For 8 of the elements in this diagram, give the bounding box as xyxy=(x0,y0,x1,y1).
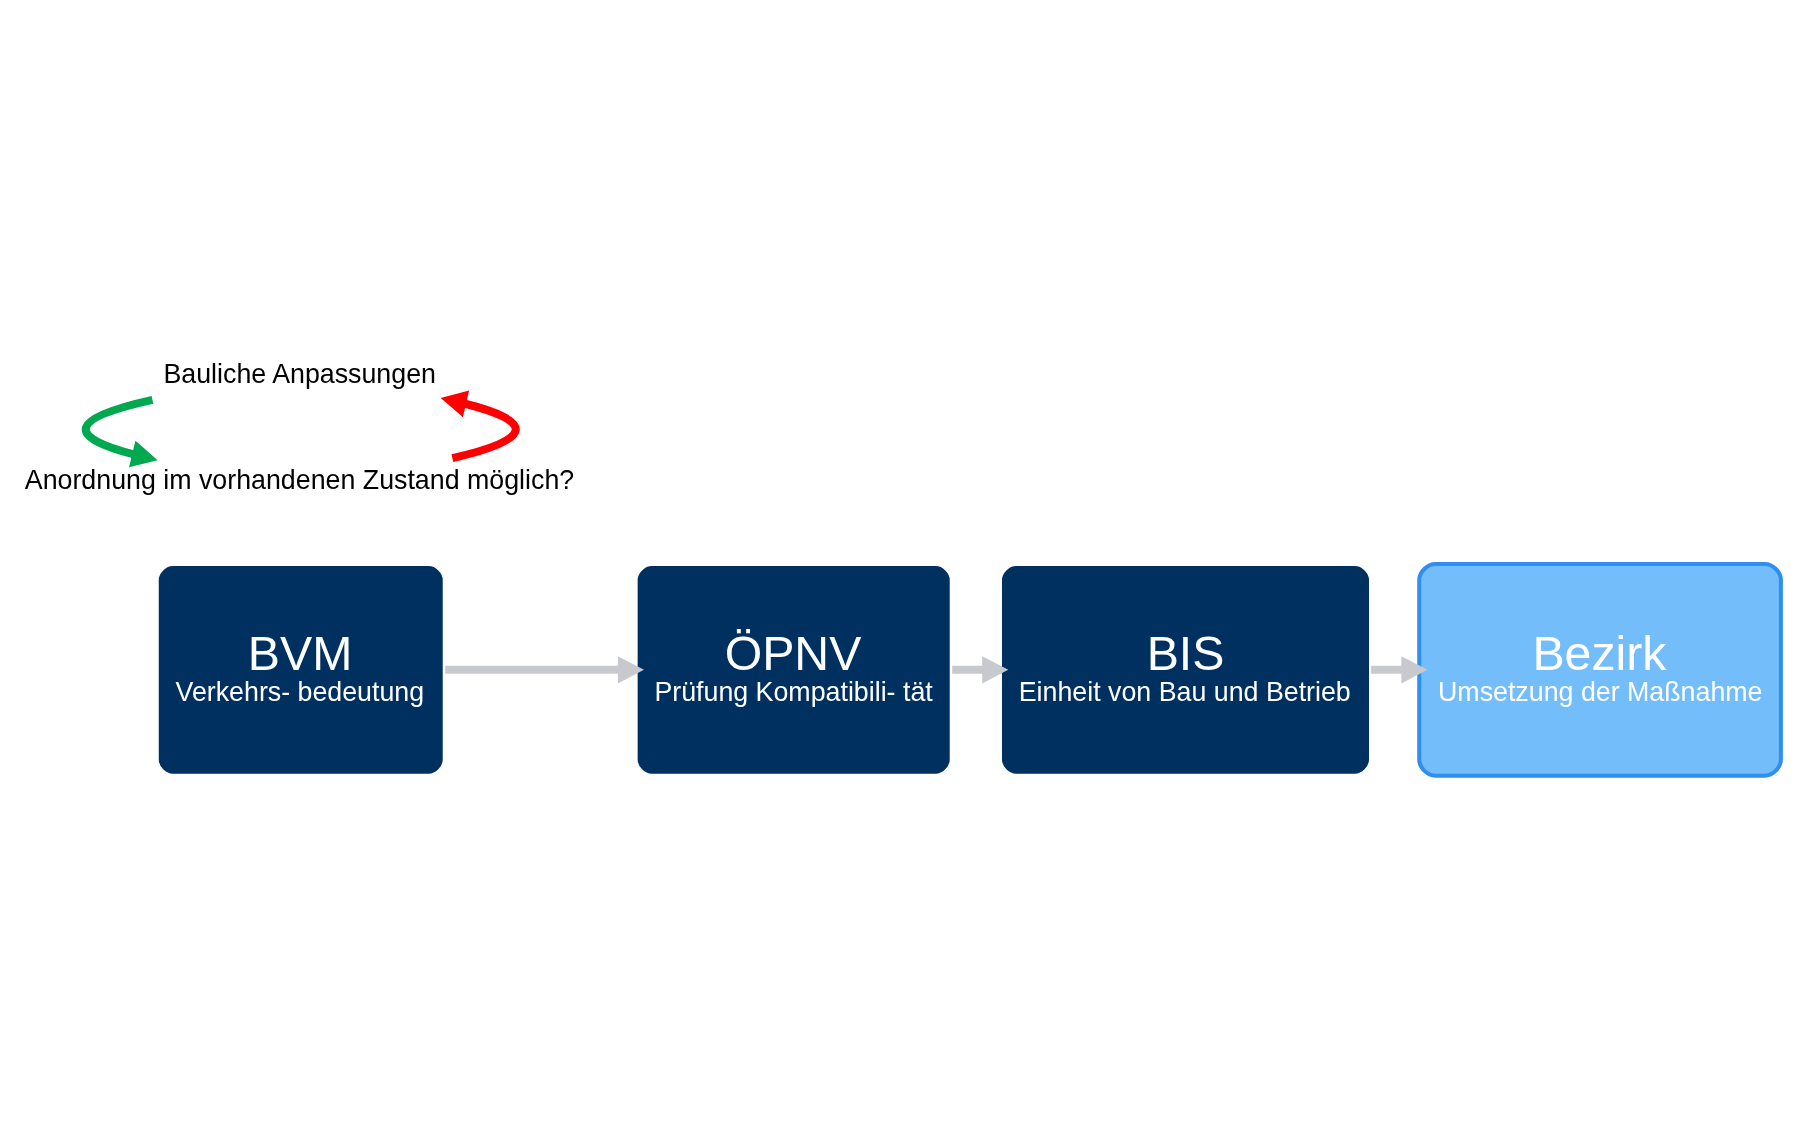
arrow xyxy=(445,655,644,683)
arrow xyxy=(1371,655,1428,683)
arrow xyxy=(82,395,158,467)
arrow xyxy=(440,390,520,462)
node-box: Bezirk Umsetzung der Maßnahme xyxy=(1417,561,1783,778)
node-text: Anordnung im vorhandenen Zustand möglich? xyxy=(24,464,575,495)
node-text: Bauliche Anpassungen xyxy=(163,358,436,389)
arrow xyxy=(952,655,1009,683)
